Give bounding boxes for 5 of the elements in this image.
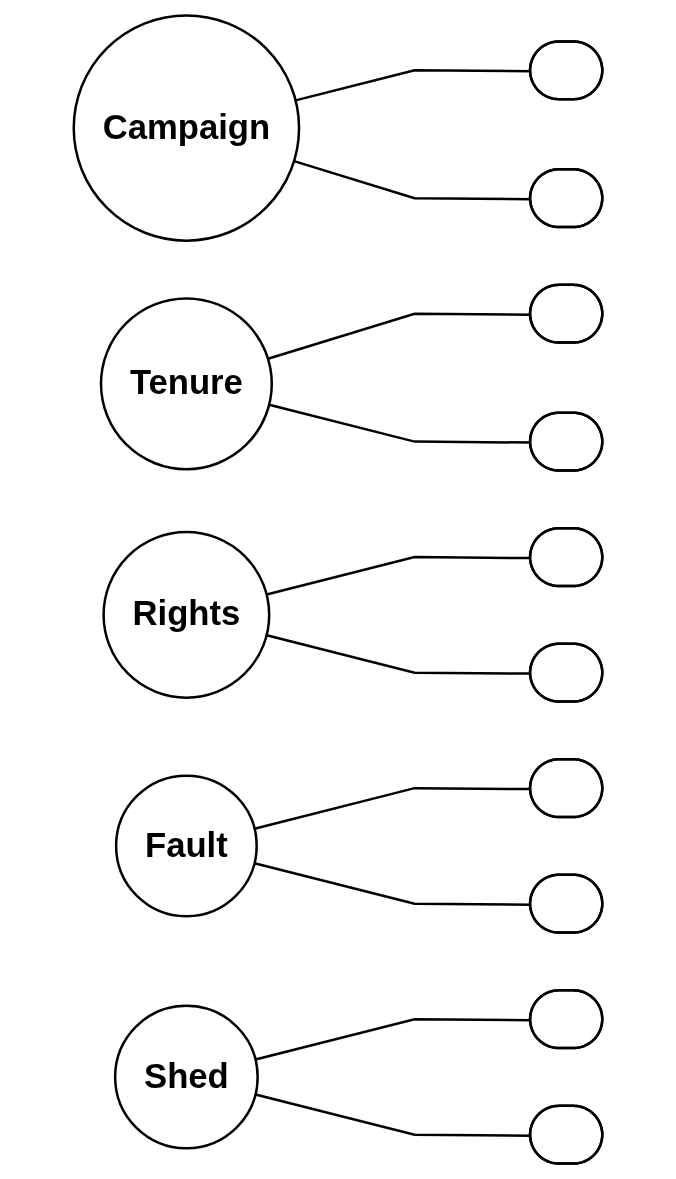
node-circle: Tenure bbox=[99, 297, 273, 471]
node-circle: Rights bbox=[102, 530, 271, 699]
node-circle: Fault bbox=[114, 774, 258, 918]
node-circle: Campaign bbox=[72, 14, 301, 242]
node-circle: Shed bbox=[113, 1004, 259, 1150]
